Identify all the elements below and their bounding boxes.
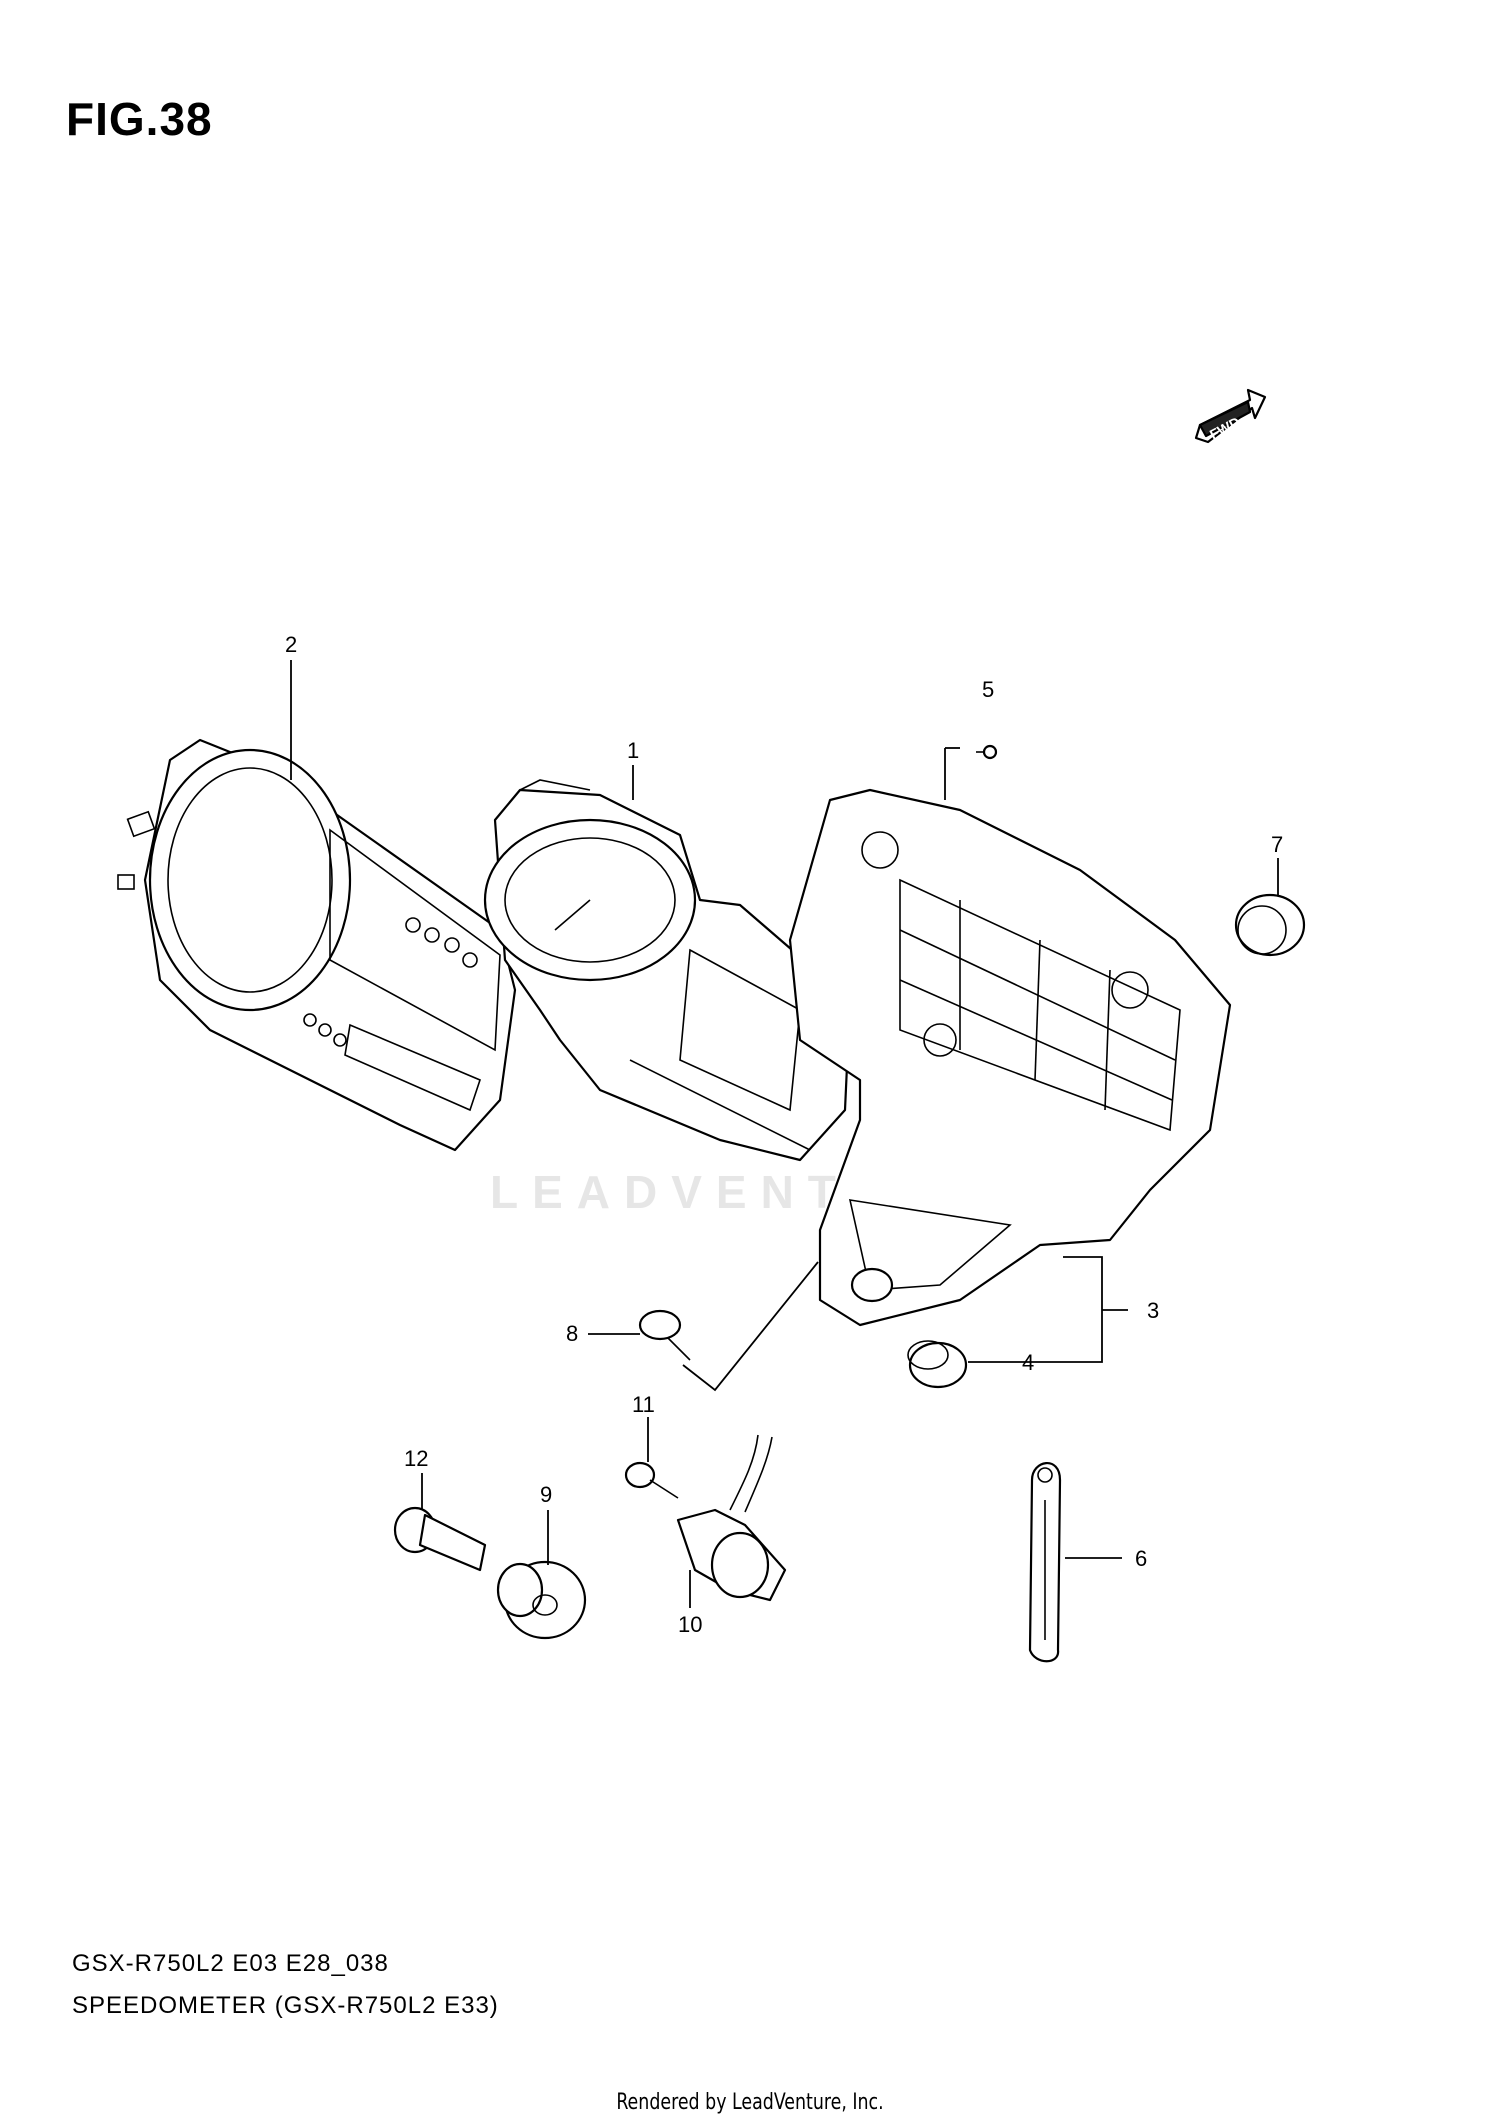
model-code: GSX-R750L2 E03 E28_038	[72, 1950, 389, 1977]
callout-label: 4	[1022, 1350, 1034, 1375]
fwd-arrow-icon: FWD	[1194, 388, 1267, 444]
section-title: SPEEDOMETER (GSX-R750L2 E33)	[72, 1992, 499, 2019]
screw-5-part	[976, 744, 998, 760]
callout-label: 8	[566, 1321, 578, 1346]
callout-label: 5	[982, 677, 994, 702]
callout-label: 6	[1135, 1546, 1147, 1571]
callout-label: 3	[1147, 1298, 1159, 1323]
callout-label: 7	[1271, 832, 1283, 857]
meter-assembly-part	[483, 779, 852, 1162]
speed-sensor-part	[676, 1434, 787, 1602]
callout-label: 10	[678, 1612, 702, 1637]
nut-9-part	[496, 1560, 587, 1640]
screw-11-part	[624, 1461, 679, 1499]
callout-label: 11	[632, 1392, 655, 1417]
screw-8-part	[638, 1309, 691, 1361]
rendered-by-credit: Rendered by LeadVenture, Inc.	[616, 2090, 884, 2115]
lower-case-part	[788, 788, 1232, 1327]
callout-label: 9	[540, 1482, 552, 1507]
figure-title: FIG.38	[66, 93, 213, 145]
callout-label: 2	[285, 632, 297, 657]
rubber-cap-part	[1234, 893, 1306, 957]
callout-label: 1	[627, 738, 639, 763]
bolt-12-part	[393, 1506, 487, 1572]
callout-label: 12	[404, 1446, 428, 1471]
grommet-part	[907, 1340, 968, 1389]
clamp-part	[1028, 1462, 1062, 1663]
meter-cover-part	[117, 738, 517, 1152]
